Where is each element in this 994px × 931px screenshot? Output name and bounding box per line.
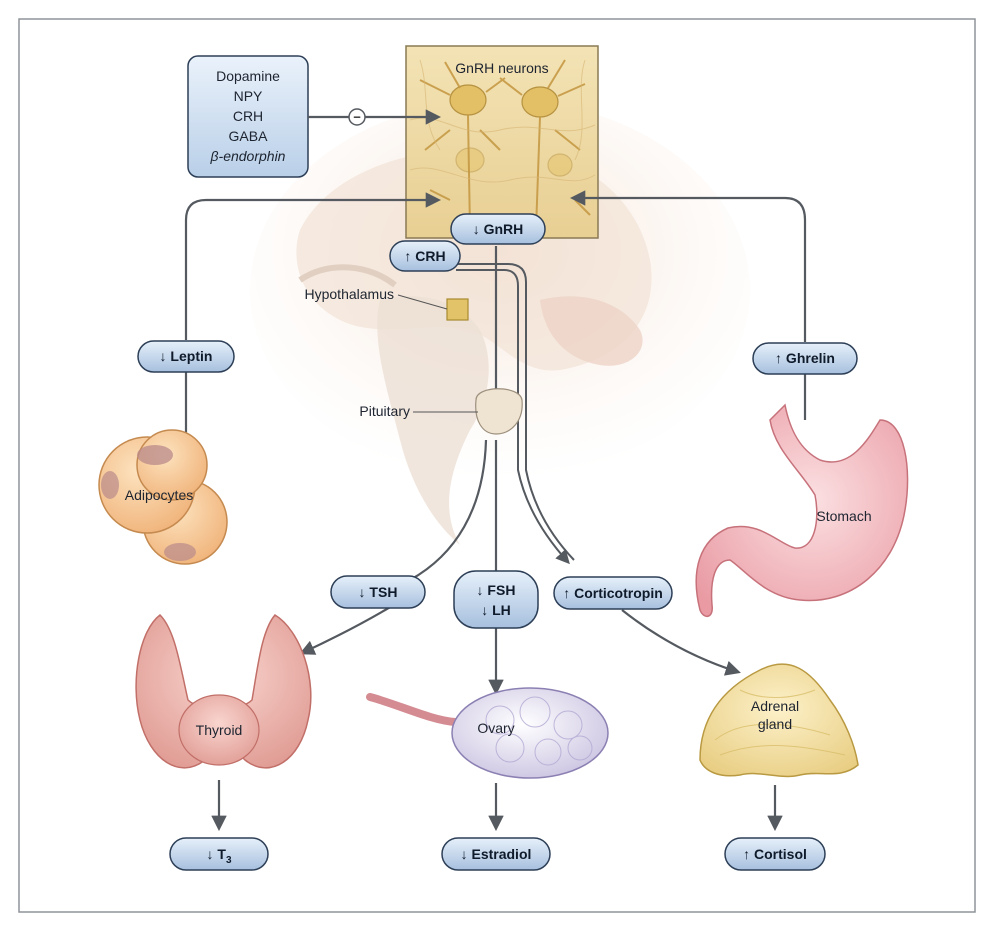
hypothalamus-marker [446,298,469,321]
inhibitor-crh: CRH [233,108,263,124]
pill-cortisol: ↑ Cortisol [724,837,826,871]
adrenal-illustration: Adrenal gland [699,663,859,778]
corticotropin-label: ↑ Corticotropin [563,585,663,601]
crh-label: ↑ CRH [404,248,445,264]
lh-label: ↓ LH [481,602,511,618]
brain-illustration [250,100,750,545]
ovary-label: Ovary [477,720,514,736]
gnrh-label: ↓ GnRH [473,221,524,237]
ovary-illustration: Ovary [366,687,609,779]
pill-gnrh: ↓ GnRH [450,213,546,245]
pill-estradiol: ↓ Estradiol [441,837,551,871]
pill-leptin: ↓ Leptin [137,340,235,373]
crh-path-outer [456,263,575,561]
t3-label: ↓ T3 [206,846,231,866]
pituitary-to-tsh-line [409,439,488,581]
tsh-to-thyroid-arrow [299,605,393,655]
hypothalamus-label: Hypothalamus [305,286,395,302]
t3-subscript: 3 [226,855,232,866]
fsh-label: ↓ FSH [477,582,516,598]
gnrh-neurons-label: GnRH neurons [455,60,548,76]
cortisol-label: ↑ Cortisol [743,846,807,862]
t3-prefix: ↓ T [206,846,226,862]
corticotropin-to-adrenal-arrow [621,609,741,676]
inhibitors-box: Dopamine NPY CRH GABA β-endorphin [187,55,309,178]
inhibitor-npy: NPY [234,88,263,104]
adipocytes-label: Adipocytes [125,487,193,503]
estradiol-label: ↓ Estradiol [461,846,532,862]
thyroid-illustration: Thyroid [135,614,312,769]
gnrh-neurons-panel: GnRH neurons [405,45,599,239]
stomach-illustration: Stomach [695,403,909,617]
pill-crh: ↑ CRH [389,240,461,272]
pill-ghrelin: ↑ Ghrelin [752,342,858,375]
pituitary-label: Pituitary [359,403,410,419]
leptin-label: ↓ Leptin [160,348,213,364]
thyroid-label: Thyroid [196,722,243,738]
stomach-label: Stomach [816,508,871,524]
inhibitor-dopamine: Dopamine [216,68,280,84]
inhibition-arrow: − [308,108,442,126]
pill-tsh: ↓ TSH [330,575,426,609]
crh-to-corticotropin-arrow [456,269,570,565]
pill-t3: ↓ T3 [169,837,269,871]
ghrelin-feedback-arrow [569,190,807,342]
tsh-label: ↓ TSH [359,584,398,600]
pill-corticotropin: ↑ Corticotropin [553,576,673,610]
pituitary-gland [475,388,523,435]
hypothalamus-leader-line [397,294,448,310]
leptin-feedback-arrow [184,192,442,340]
inhibitor-gaba: GABA [229,128,269,144]
adrenal-label-line1: Adrenal [751,698,799,714]
adipocytes-illustration: Adipocytes [98,429,228,565]
adrenal-label-line2: gland [758,716,792,732]
inhibitor-beta-endorphin: β-endorphin [210,148,286,164]
pill-fsh-lh: ↓ FSH ↓ LH [453,570,539,629]
ghrelin-label: ↑ Ghrelin [775,350,835,366]
inhibit-symbol: − [353,110,361,125]
